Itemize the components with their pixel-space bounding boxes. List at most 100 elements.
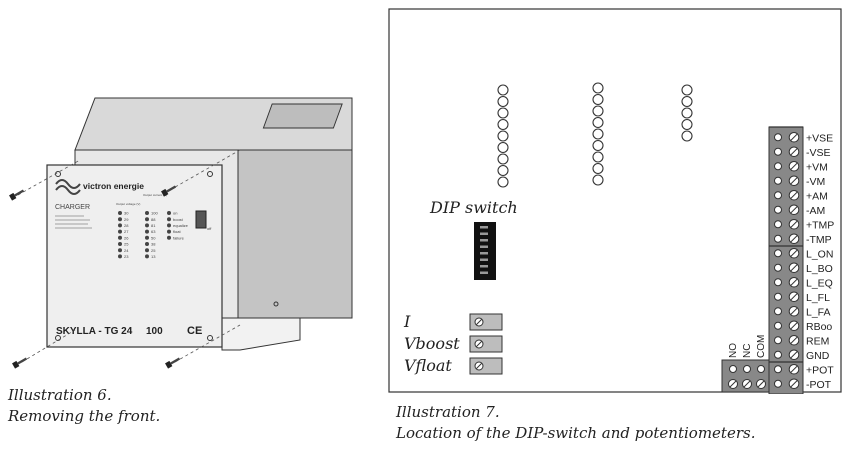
terminal-hole [774, 191, 782, 200]
terminal-label: +POT [806, 364, 834, 376]
potentiometer-label: Vboost [404, 334, 460, 353]
board-led [592, 139, 604, 152]
current-label: 100 [151, 211, 158, 216]
caption-text: Removing the front. [8, 407, 161, 425]
board-led [592, 162, 604, 175]
terminal-label: L_FL [806, 292, 830, 304]
terminal-hole [774, 249, 782, 258]
voltage-led [118, 217, 122, 222]
board-led [497, 164, 509, 177]
voltage-label: 26 [124, 235, 129, 240]
status-label: float [173, 229, 181, 234]
voltage-led [118, 223, 122, 228]
screw-icon [12, 357, 28, 369]
screw-icon [9, 189, 25, 201]
cabinet-side [237, 149, 353, 319]
terminal-label: -VSE [806, 147, 831, 159]
relay-label: NO [728, 343, 739, 358]
terminal-hole [774, 220, 782, 229]
terminal-label: +TMP [806, 219, 834, 231]
model-name: SKYLLA - TG 24 [56, 326, 133, 337]
board-led [497, 141, 509, 154]
board-led [592, 174, 604, 186]
led-column-3 [681, 84, 693, 142]
terminal-hole [774, 321, 782, 330]
status-led [167, 235, 171, 240]
dip-switch-label: DIP switch [429, 198, 518, 217]
voltage-led [118, 242, 122, 246]
power-switch [195, 210, 207, 229]
output-voltage-label: Output voltage (V) [116, 202, 140, 206]
terminal-label: +VSE [806, 132, 833, 144]
board-led [497, 118, 509, 131]
output-current-label: Output current (A) [143, 193, 167, 197]
voltage-led [118, 248, 122, 253]
voltage-label: 29 [124, 217, 129, 222]
terminal-hole [774, 234, 782, 243]
panel-fine-print [55, 215, 92, 229]
status-led [167, 217, 171, 222]
terminal-hole [774, 147, 782, 156]
terminal-hole [774, 205, 782, 214]
status-label: boost [173, 217, 184, 222]
current-label: 13 [151, 254, 156, 259]
voltage-led [118, 254, 122, 259]
relay-terminal-hole [729, 365, 737, 373]
board-led [681, 118, 693, 131]
charger-illustration: victron energie CHARGER Output voltage (… [9, 97, 353, 369]
terminal-label: RBoo [806, 321, 832, 333]
potentiometer-label: Vfloat [404, 356, 452, 375]
led-column-1 [497, 84, 509, 188]
terminal-hole [774, 176, 782, 185]
dip-toggle [480, 232, 488, 235]
dip-toggle [480, 226, 488, 229]
board-led [497, 176, 509, 188]
status-label: failure [173, 235, 185, 240]
illustration-7-caption: Illustration 7. Location of the DIP-swit… [396, 402, 755, 444]
status-label: on [173, 211, 177, 216]
caption-title: Illustration 6. [8, 386, 112, 404]
terminal-hole [774, 307, 782, 316]
board-led [592, 93, 604, 106]
voltage-label: 24 [124, 248, 129, 253]
relay-terminal-hole [743, 365, 751, 373]
terminal-label: -POT [806, 379, 832, 391]
status-led [167, 211, 171, 215]
board-led [592, 116, 604, 129]
model-suffix: 100 [146, 326, 163, 337]
victron-logo-icon [55, 179, 81, 195]
voltage-led [118, 235, 122, 240]
terminal-label: L_BO [806, 263, 833, 275]
status-label: equalize [173, 223, 189, 228]
terminal-hole [774, 133, 782, 142]
terminal-label: +AM [806, 190, 828, 202]
illustration-6-caption: Illustration 6. Removing the front. [8, 385, 160, 427]
terminal-hole [774, 365, 782, 374]
voltage-label: 27 [124, 229, 129, 234]
voltage-label: 25 [124, 242, 129, 247]
dip-toggle [480, 265, 488, 268]
current-led [145, 217, 149, 222]
power-switch-off-label: off [207, 226, 212, 231]
board-led [592, 82, 604, 94]
board-led [497, 84, 509, 96]
mounting-guide-lines [17, 149, 241, 363]
terminal-label: -AM [806, 205, 825, 217]
status-led [167, 223, 171, 228]
terminal-hole [774, 379, 782, 388]
dip-toggle [480, 252, 488, 255]
cabinet-vent-slot [262, 103, 343, 129]
terminal-hole [774, 350, 782, 359]
dip-toggle [480, 239, 488, 242]
board-led [592, 151, 604, 163]
current-led [145, 248, 149, 253]
brand-name: victron energie [83, 181, 144, 191]
terminal-label: -TMP [806, 234, 832, 246]
terminal-block: +VSE-VSE+VM-VM+AM-AM+TMP-TMPL_ONL_BOL_EQ… [768, 126, 834, 394]
current-label: 38 [151, 242, 156, 247]
board-led [497, 130, 509, 142]
panel-screw-hole [55, 335, 61, 341]
